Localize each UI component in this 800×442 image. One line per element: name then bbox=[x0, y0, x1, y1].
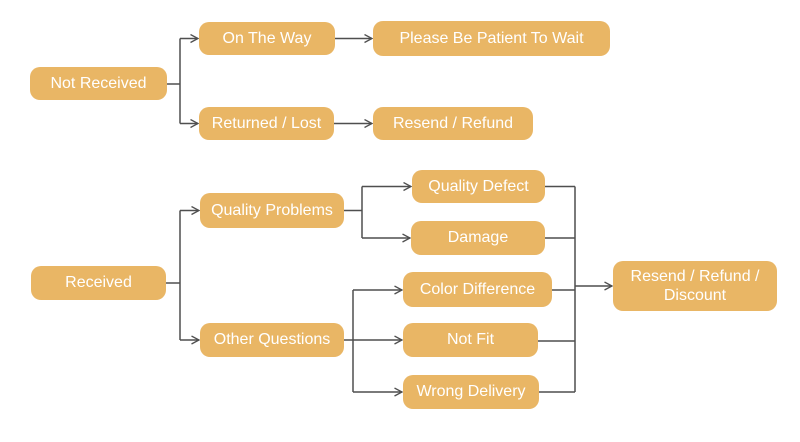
node-damage: Damage bbox=[411, 221, 545, 255]
node-quality-problems: Quality Problems bbox=[200, 193, 344, 228]
node-color-difference: Color Difference bbox=[403, 272, 552, 307]
node-resend-refund: Resend / Refund bbox=[373, 107, 533, 140]
node-quality-defect: Quality Defect bbox=[412, 170, 545, 203]
node-not-fit: Not Fit bbox=[403, 323, 538, 357]
node-resend-refund-discount: Resend / Refund / Discount bbox=[613, 261, 777, 311]
node-wrong-delivery: Wrong Delivery bbox=[403, 375, 539, 409]
node-on-the-way: On The Way bbox=[199, 22, 335, 55]
node-received: Received bbox=[31, 266, 166, 300]
node-please-be-patient-to-wait: Please Be Patient To Wait bbox=[373, 21, 610, 56]
node-other-questions: Other Questions bbox=[200, 323, 344, 357]
node-not-received: Not Received bbox=[30, 67, 167, 100]
node-returned-lost: Returned / Lost bbox=[199, 107, 334, 140]
